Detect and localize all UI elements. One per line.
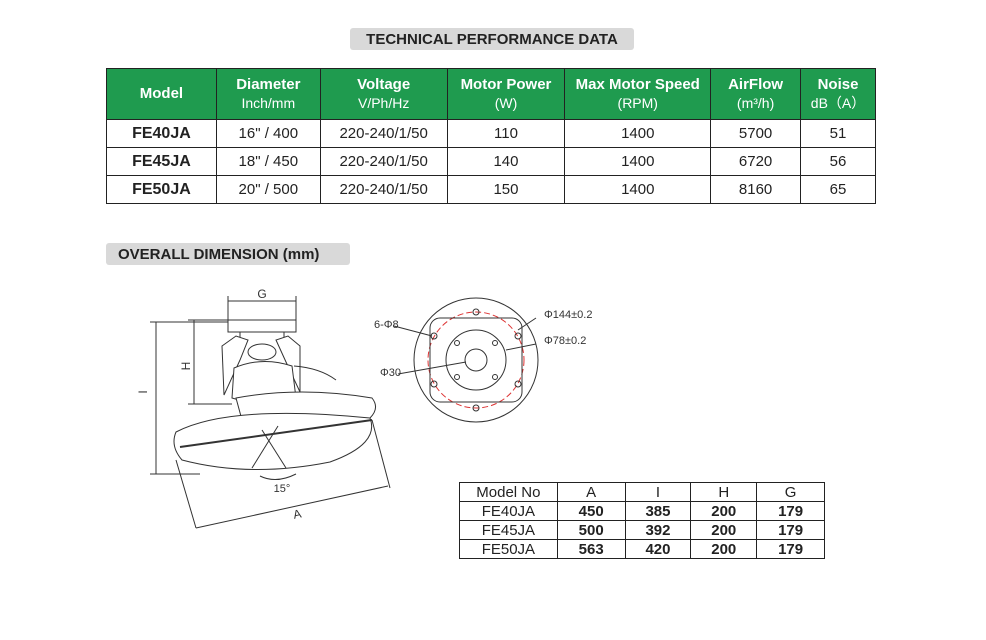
cell-diameter: 18" / 450: [215, 147, 321, 176]
label-center-diameter: Φ30: [380, 367, 401, 379]
cell-h: 200: [690, 539, 758, 559]
dimension-table: Model No A I H G FE40JA 450 385 200 179 …: [459, 482, 825, 559]
cell-airflow: 6720: [710, 147, 802, 176]
cell-voltage: 220-240/1/50: [319, 147, 448, 176]
cell-voltage: 220-240/1/50: [319, 119, 448, 148]
cell-a: 500: [556, 520, 626, 540]
cell-speed: 1400: [564, 147, 712, 176]
cell-h: 200: [690, 520, 758, 540]
cell-speed: 1400: [564, 175, 712, 204]
cell-g: 179: [756, 539, 825, 559]
header-g: G: [756, 482, 825, 502]
label-i: I: [136, 390, 150, 393]
header-h: H: [690, 482, 758, 502]
cell-motor-power: 150: [446, 175, 566, 204]
cell-a: 450: [556, 501, 626, 521]
cell-diameter: 20" / 500: [215, 175, 321, 204]
performance-section-title: TECHNICAL PERFORMANCE DATA: [350, 28, 634, 50]
cell-motor-power: 140: [446, 147, 566, 176]
cell-motor-power: 110: [446, 119, 566, 148]
label-angle: 15°: [274, 483, 291, 495]
cell-h: 200: [690, 501, 758, 521]
cell-airflow: 5700: [710, 119, 802, 148]
cell-voltage: 220-240/1/50: [319, 175, 448, 204]
cell-i: 420: [624, 539, 692, 559]
label-a: A: [292, 506, 303, 521]
cell-noise: 56: [800, 147, 876, 176]
label-inner-diameter: Φ78±0.2: [544, 335, 586, 347]
cell-i: 385: [624, 501, 692, 521]
table-row: FE50JA 563 420 200 179: [459, 539, 825, 559]
cell-i: 392: [624, 520, 692, 540]
table-row: FE40JA 16" / 400 220-240/1/50 110 1400 5…: [106, 119, 876, 148]
label-g: G: [257, 287, 266, 301]
cell-a: 563: [556, 539, 626, 559]
cell-model: FE50JA: [106, 175, 217, 204]
cell-noise: 51: [800, 119, 876, 148]
label-holes: 6-Φ8: [374, 319, 399, 331]
header-motor-power: Motor Power(W): [446, 68, 566, 120]
table-row: FE45JA 500 392 200 179: [459, 520, 825, 540]
header-airflow: AirFlow(m³/h): [710, 68, 802, 120]
table-row: FE50JA 20" / 500 220-240/1/50 150 1400 8…: [106, 175, 876, 204]
header-max-motor-speed: Max Motor Speed(RPM): [564, 68, 712, 120]
cell-model-no: FE45JA: [459, 520, 558, 540]
cell-speed: 1400: [564, 119, 712, 148]
cell-noise: 65: [800, 175, 876, 204]
dimension-header-row: Model No A I H G: [459, 482, 825, 502]
header-i: I: [624, 482, 692, 502]
label-outer-diameter: Φ144±0.2: [544, 309, 592, 321]
table-row: FE40JA 450 385 200 179: [459, 501, 825, 521]
header-a: A: [556, 482, 626, 502]
label-h: H: [179, 362, 193, 371]
header-model-no: Model No: [459, 482, 558, 502]
cell-model-no: FE40JA: [459, 501, 558, 521]
cell-g: 179: [756, 520, 825, 540]
header-model: Model: [106, 68, 217, 120]
cell-g: 179: [756, 501, 825, 521]
fan-top-view: [393, 297, 539, 423]
fan-side-view: [150, 296, 391, 529]
cell-model-no: FE50JA: [459, 539, 558, 559]
dimension-section-title: OVERALL DIMENSION (mm): [106, 243, 350, 265]
